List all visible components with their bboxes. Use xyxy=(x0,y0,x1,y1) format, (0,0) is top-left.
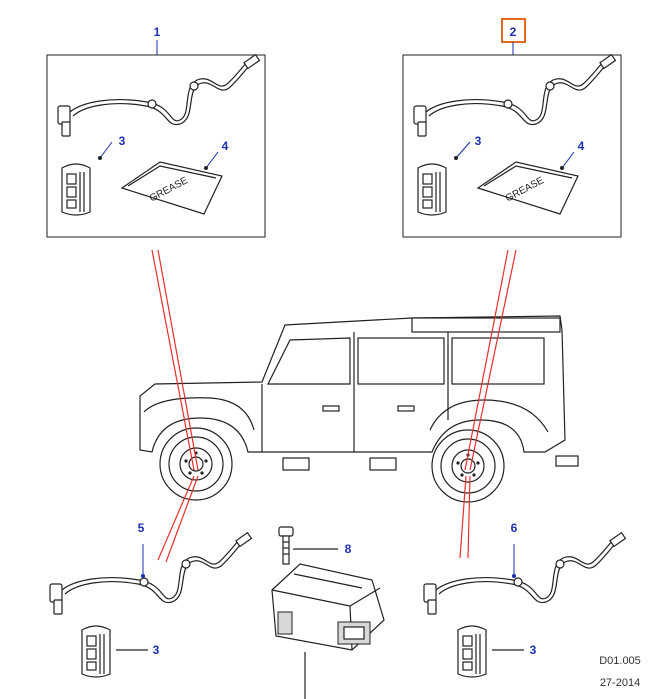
callout-2[interactable]: 2 xyxy=(510,25,517,39)
vehicle-illustration xyxy=(139,315,579,503)
grease-packet-icon: GREASE xyxy=(120,161,223,215)
callout-3[interactable]: 3 xyxy=(119,134,126,148)
callout-6[interactable]: 6 xyxy=(511,521,518,535)
abs-sensor-rear-right: 6 3 xyxy=(423,521,627,678)
callout-4[interactable]: 4 xyxy=(578,139,585,153)
abs-sensor-cable-front-left xyxy=(57,54,261,137)
abs-sensor-rear-left: 5 3 xyxy=(49,521,253,678)
clip-icon xyxy=(61,163,91,216)
callout-4[interactable]: 4 xyxy=(222,139,229,153)
abs-sensor-cable-front-right xyxy=(413,54,617,137)
clip-icon xyxy=(417,163,447,216)
abs-module: 8 xyxy=(271,526,385,699)
clip-icon xyxy=(81,625,111,678)
reference-date: 27-2014 xyxy=(600,677,640,689)
bolt-icon xyxy=(278,526,294,565)
kit-panel-2: 2 3 GREASE 4 xyxy=(402,18,622,238)
callout-1[interactable]: 1 xyxy=(154,25,161,39)
callout-3[interactable]: 3 xyxy=(475,134,482,148)
clip-icon xyxy=(457,625,487,678)
callout-3[interactable]: 3 xyxy=(153,643,160,657)
grease-packet-icon: GREASE xyxy=(476,161,579,215)
kit-panel-1: 1 3 GREASE 4 xyxy=(46,25,266,238)
callout-5[interactable]: 5 xyxy=(138,521,145,535)
callout-3[interactable]: 3 xyxy=(530,643,537,657)
location-pointers xyxy=(151,249,517,563)
reference-code: D01.005 xyxy=(599,655,641,667)
callout-8[interactable]: 8 xyxy=(345,542,352,556)
